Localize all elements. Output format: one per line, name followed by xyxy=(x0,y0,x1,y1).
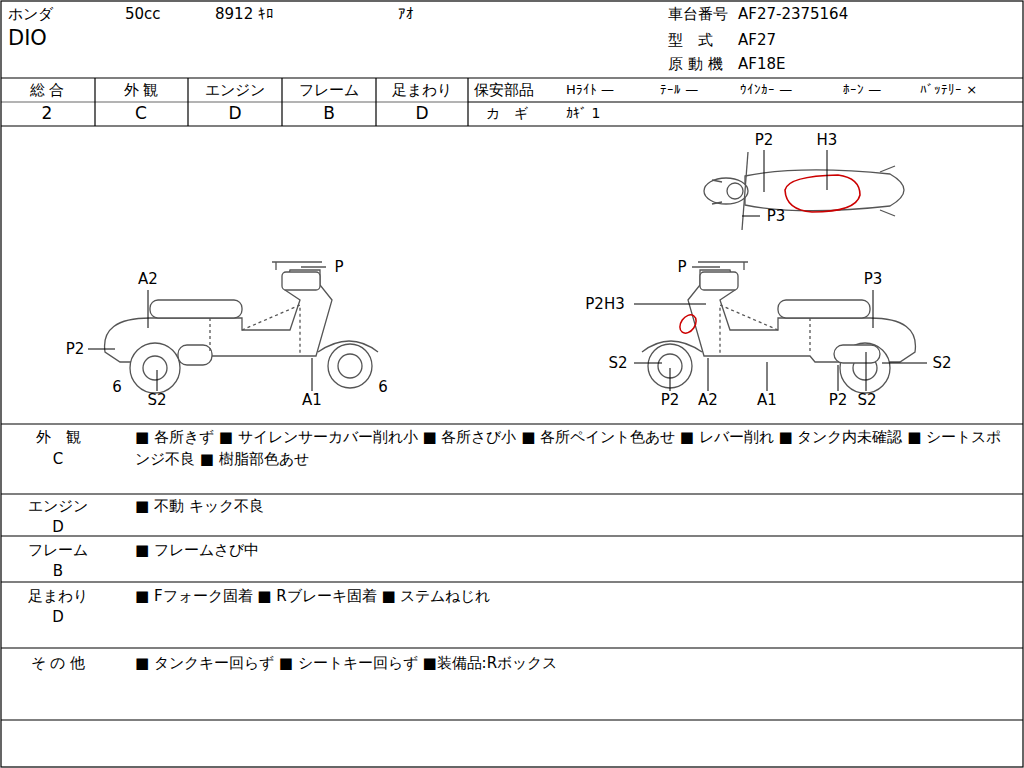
section-heading: 足まわり xyxy=(28,587,88,605)
grade-value: B xyxy=(323,103,335,123)
section-grade: D xyxy=(52,608,64,626)
scooter-side-left xyxy=(105,262,378,393)
section-heading: エンジン xyxy=(28,497,88,515)
section-grade: C xyxy=(53,450,63,468)
field-label: 車台番号 xyxy=(668,5,728,23)
field-label: 型 式 xyxy=(668,31,713,49)
field-label: 保安部品 xyxy=(474,81,534,99)
key-count: ｶｷﾞ 1 xyxy=(566,105,600,122)
field-label: カ ギ xyxy=(486,105,528,122)
field-label: 原 動 機 xyxy=(668,55,723,73)
remark-text: ■ フレームさび中 xyxy=(135,539,1015,561)
callout-code: P2 xyxy=(755,131,774,149)
remark-text: ■ タンクキー回らず ■ シートキー回らず ■装備品:Rボックス xyxy=(135,652,1015,674)
safety-item: ﾎｰﾝ — xyxy=(843,82,881,98)
mileage: 8912 ｷﾛ xyxy=(215,5,274,23)
remark-text: ■ 各所きず ■ サイレンサーカバー削れ小 ■ 各所さび小 ■ 各所ペイント色あ… xyxy=(135,426,1015,470)
remark-text: ■ 不動 キック不良 xyxy=(135,495,1015,517)
color: ｱｵ xyxy=(398,5,414,23)
section-heading: 外 観 xyxy=(36,428,81,446)
grade-heading: 外 観 xyxy=(124,81,159,99)
callout-code: A1 xyxy=(302,391,322,409)
callout-code: A2 xyxy=(138,270,158,288)
frame-number: AF27-2375164 xyxy=(738,5,848,23)
safety-item: Hﾗｲﾄ — xyxy=(566,82,614,98)
callout-code: S2 xyxy=(857,391,876,409)
callout-code: P xyxy=(334,258,343,276)
grade-value: D xyxy=(415,103,428,123)
callout-code: A2 xyxy=(698,391,718,409)
scooter-top-view xyxy=(704,152,904,230)
callout-code: H3 xyxy=(817,131,838,149)
leader-lines xyxy=(88,150,927,391)
callout-number: 6 xyxy=(378,378,388,396)
section-grade: B xyxy=(53,562,63,580)
callout-code: P3 xyxy=(767,207,786,225)
displacement: 50cc xyxy=(125,5,161,23)
callout-code: S2 xyxy=(147,391,166,409)
callout-code: A1 xyxy=(757,391,777,409)
callout-code: P3 xyxy=(864,270,883,288)
grade-value: C xyxy=(135,103,147,123)
callout-number: 6 xyxy=(112,378,122,396)
section-heading: フレーム xyxy=(28,541,88,559)
callout-code: P2 xyxy=(66,340,85,358)
scooter-side-right xyxy=(642,262,915,393)
damage-mark xyxy=(677,312,700,336)
model-code: AF27 xyxy=(738,31,776,49)
callout-code: S2 xyxy=(932,354,951,372)
callout-code: P2 xyxy=(829,391,848,409)
section-heading: そ の 他 xyxy=(31,654,86,672)
section-grade: D xyxy=(52,518,64,536)
remark-text: ■ Fフォーク固着 ■ Rブレーキ固着 ■ ステムねじれ xyxy=(135,585,1015,607)
maker: ホンダ xyxy=(8,5,53,23)
callout-code: P2 xyxy=(661,391,680,409)
engine-code: AF18E xyxy=(738,55,785,73)
grade-heading: フレーム xyxy=(299,81,359,99)
grade-heading: 総 合 xyxy=(30,81,65,99)
safety-item: ﾃｰﾙ — xyxy=(660,82,698,98)
safety-item: ｳｲﾝｶｰ — xyxy=(740,82,792,98)
grade-value: 2 xyxy=(42,103,53,123)
grade-heading: 足まわり xyxy=(392,81,452,99)
model-name: DIO xyxy=(8,26,47,51)
grade-value: D xyxy=(228,103,241,123)
grade-heading: エンジン xyxy=(205,81,265,99)
callout-code: P2H3 xyxy=(585,295,624,313)
callout-code: S2 xyxy=(608,354,627,372)
callout-code: P xyxy=(677,258,686,276)
safety-item: ﾊﾞｯﾃﾘｰ × xyxy=(920,82,977,98)
